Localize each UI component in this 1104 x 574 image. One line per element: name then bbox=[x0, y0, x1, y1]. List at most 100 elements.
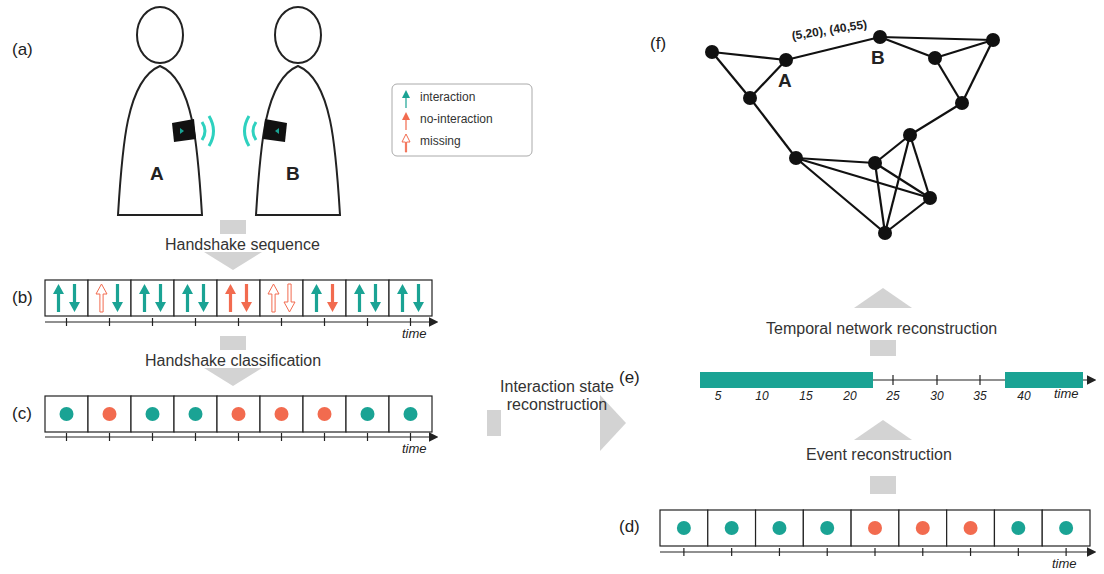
time-cell bbox=[660, 510, 708, 546]
network-edges bbox=[712, 37, 993, 233]
handshake-arrow bbox=[413, 284, 424, 312]
row-frames bbox=[45, 280, 1090, 546]
svg-polygon bbox=[854, 288, 912, 308]
svg-polygon bbox=[204, 368, 262, 386]
svg-line bbox=[660, 551, 1094, 552]
tick bbox=[324, 318, 325, 326]
network-node bbox=[743, 91, 757, 105]
network-link bbox=[910, 135, 930, 198]
svg-path bbox=[209, 116, 214, 146]
time-value: 30 bbox=[930, 390, 943, 404]
time-cell bbox=[217, 396, 260, 432]
state-dot bbox=[1059, 521, 1073, 535]
axis-label: time bbox=[1052, 557, 1077, 572]
handshake-arrow bbox=[241, 284, 252, 312]
svg-path bbox=[202, 122, 205, 140]
person-b bbox=[256, 7, 340, 215]
time-cell bbox=[851, 510, 899, 546]
state-dot bbox=[677, 521, 691, 535]
tick bbox=[1018, 548, 1019, 556]
network-link bbox=[885, 135, 910, 233]
time-cell bbox=[131, 396, 174, 432]
network-node bbox=[923, 191, 937, 205]
handshake-arrow bbox=[112, 284, 123, 312]
svg-path bbox=[172, 119, 196, 142]
svg-path bbox=[180, 128, 184, 134]
tick bbox=[152, 318, 153, 326]
badge-a bbox=[172, 116, 214, 146]
step-label: Interaction state reconstruction bbox=[498, 378, 616, 415]
handshake-arrow bbox=[139, 284, 150, 312]
handshake-arrow bbox=[354, 284, 365, 312]
tick bbox=[281, 318, 282, 326]
time-cell bbox=[756, 510, 804, 546]
legend-swatch bbox=[402, 90, 410, 108]
state-dot bbox=[916, 521, 930, 535]
network-link bbox=[796, 158, 930, 198]
svg-line bbox=[45, 321, 436, 322]
state-dot bbox=[60, 407, 74, 421]
state-dot bbox=[820, 521, 834, 535]
time-cell bbox=[217, 280, 260, 316]
svg-rect bbox=[220, 220, 246, 234]
panel-label: (c) bbox=[12, 404, 32, 424]
tick bbox=[779, 548, 780, 556]
handshake-arrow bbox=[327, 284, 338, 312]
tick bbox=[324, 433, 325, 441]
handshake-arrow bbox=[268, 284, 279, 312]
state-dot bbox=[404, 407, 418, 421]
handshake-arrow bbox=[225, 284, 236, 312]
state-dot bbox=[275, 407, 289, 421]
tick bbox=[367, 433, 368, 441]
time-cell bbox=[389, 396, 432, 432]
network-node bbox=[779, 53, 793, 67]
tick bbox=[281, 433, 282, 441]
time-cell bbox=[88, 280, 131, 316]
tick bbox=[936, 375, 937, 385]
time-axes bbox=[45, 322, 1094, 552]
person-label: A bbox=[150, 163, 164, 185]
tick bbox=[683, 548, 684, 556]
tick bbox=[195, 318, 196, 326]
legend-text: missing bbox=[420, 135, 461, 149]
time-value: 35 bbox=[973, 390, 986, 404]
event-bar bbox=[700, 372, 873, 388]
time-cell bbox=[45, 280, 88, 316]
handshake-arrow bbox=[397, 284, 408, 312]
state-dot bbox=[361, 407, 375, 421]
time-cell bbox=[45, 396, 88, 432]
svg-rect bbox=[487, 410, 501, 436]
time-cell bbox=[803, 510, 851, 546]
axis-ticks bbox=[67, 318, 1067, 556]
handshake-arrow bbox=[96, 284, 107, 312]
svg-ellipse bbox=[137, 7, 183, 63]
time-cell bbox=[947, 510, 995, 546]
step-label: Temporal network reconstruction bbox=[766, 320, 997, 338]
tick bbox=[827, 548, 828, 556]
time-value: 15 bbox=[799, 390, 812, 404]
tick bbox=[66, 318, 67, 326]
svg-rect bbox=[870, 340, 896, 356]
svg-line bbox=[45, 436, 436, 437]
panel-label: (e) bbox=[619, 368, 640, 388]
network-nodes bbox=[705, 30, 1000, 240]
network-node bbox=[873, 30, 887, 44]
tick bbox=[410, 318, 411, 326]
time-cell bbox=[346, 280, 389, 316]
axis-label: time bbox=[402, 327, 427, 342]
tick bbox=[970, 548, 971, 556]
time-cell bbox=[1042, 510, 1090, 546]
svg-path bbox=[256, 66, 340, 215]
cell-marks bbox=[53, 284, 1073, 535]
handshake-arrow bbox=[198, 284, 209, 312]
axis-label: time bbox=[402, 442, 427, 457]
tick bbox=[979, 375, 980, 385]
step-label: Handshake sequence bbox=[165, 236, 320, 254]
time-cell bbox=[303, 280, 346, 316]
state-dot bbox=[725, 521, 739, 535]
time-cell bbox=[88, 396, 131, 432]
state-dot bbox=[146, 407, 160, 421]
tick bbox=[874, 548, 875, 556]
person-a bbox=[118, 7, 202, 215]
